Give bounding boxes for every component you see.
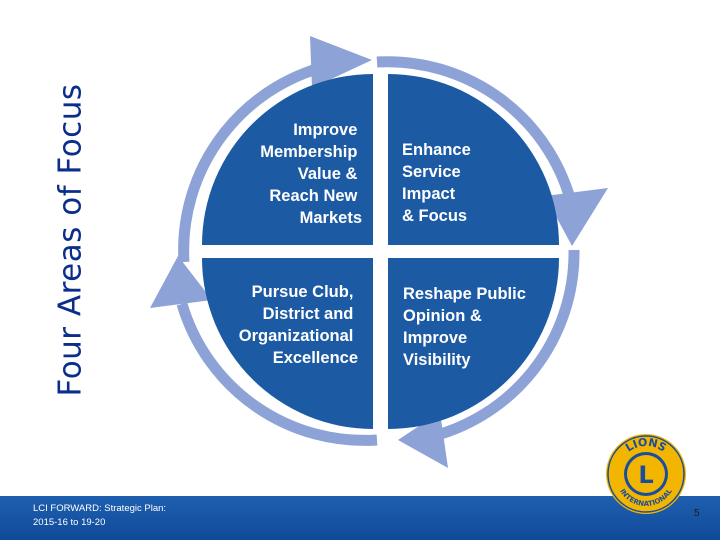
quadrants [202,74,559,429]
arrowhead-top [310,36,372,88]
quadrant-label-bottom-right: Reshape Public Opinion & Improve Visibil… [403,285,530,369]
logo-top-text: LIONS [623,436,668,455]
footer-line-2: 2015-16 to 19-20 [33,517,106,528]
arrow-top-right [376,56,579,212]
page-number: 5 [694,508,700,519]
arrowhead-right [545,188,608,246]
quadrant-label-top-left: Improve Membership Value & Reach New Mar… [260,121,362,227]
arrowhead-left [150,256,212,308]
quadrant-bottom-right [388,258,559,429]
arrow-bottom-left [176,302,378,446]
quadrant-top-left [202,74,373,245]
logo-center-letter: L [638,461,653,489]
quadrant-top-right [388,74,559,245]
quadrant-label-top-right: Enhance Service Impact & Focus [402,141,475,225]
quadrant-bottom-left [202,258,373,429]
cycle-arrows [176,56,580,446]
arrow-bottom-right [424,249,580,444]
cycle-arrow-heads [150,36,608,468]
quadrant-label-bottom-left: Pursue Club, District and Organizational… [239,283,358,367]
footer-line-1: LCI FORWARD: Strategic Plan: [33,503,167,514]
arrow-top-left [178,58,338,263]
lions-logo: LIONS INTERNATIONAL L [606,434,686,514]
footer-bar [0,496,720,540]
footer-text: LCI FORWARD: Strategic Plan: 2015-16 to … [33,502,233,530]
arrowhead-bottom [398,412,448,468]
